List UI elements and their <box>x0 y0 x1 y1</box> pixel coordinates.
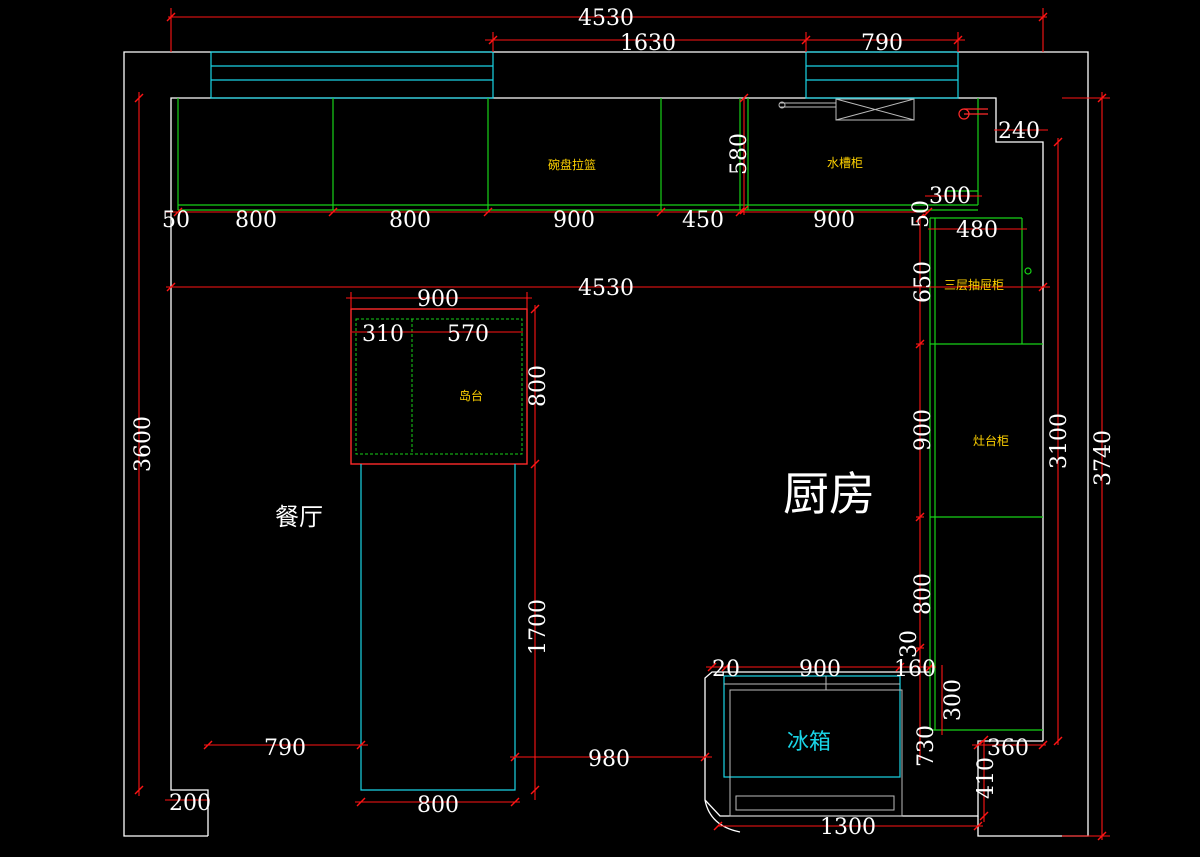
dim-island-570: 570 <box>447 322 489 347</box>
top-cabinets <box>177 98 979 211</box>
inner-wall-left <box>170 97 1044 836</box>
walls <box>123 51 1089 837</box>
dim-h-730: 730 <box>914 725 939 767</box>
dim-fridge-160: 160 <box>894 657 936 682</box>
room-dining-label: 餐厅 <box>275 503 323 531</box>
window-right <box>805 51 959 99</box>
dim-h-410: 410 <box>974 757 999 799</box>
window-left <box>210 51 494 99</box>
dim-run-800b: 800 <box>389 208 431 233</box>
label-fridge: 冰箱 <box>787 730 831 755</box>
dimension-labels: 4530 1630 790 50 800 800 900 450 900 50 … <box>131 6 1116 840</box>
dim-run-900a: 900 <box>553 208 595 233</box>
dim-left-3600: 3600 <box>131 416 156 472</box>
dim-top-1630: 1630 <box>620 31 676 56</box>
label-stove-cabinet: 灶台柜 <box>973 433 1009 448</box>
right-cabinets <box>929 217 1043 731</box>
dim-h-900: 900 <box>911 409 936 451</box>
dim-mid-4530: 4530 <box>578 276 634 301</box>
dim-island-800v: 800 <box>526 365 551 407</box>
dim-fridge-900: 900 <box>799 657 841 682</box>
dim-bottom-800: 800 <box>417 793 459 818</box>
island <box>350 308 528 465</box>
label-island: 岛台 <box>459 388 483 403</box>
outer-wall <box>123 51 1089 837</box>
dim-top-total: 4530 <box>578 6 634 31</box>
dim-island-310: 310 <box>362 322 404 347</box>
dim-run-450: 450 <box>682 208 724 233</box>
label-sink-cabinet: 水槽柜 <box>827 156 863 170</box>
dim-h-650: 650 <box>911 261 936 303</box>
cabinet-labels: 碗盘拉篮 水槽柜 三层抽屉柜 灶台柜 岛台 <box>459 156 1009 448</box>
dim-fridge-20: 20 <box>712 657 740 682</box>
dim-h-300: 300 <box>941 679 966 721</box>
windows <box>210 51 959 99</box>
dim-right-3740: 3740 <box>1091 430 1116 486</box>
sink-fixture <box>778 98 915 121</box>
dim-run-800a: 800 <box>235 208 277 233</box>
dim-w-240: 240 <box>998 119 1040 144</box>
dim-run-50a: 50 <box>162 208 190 233</box>
dim-table-1700: 1700 <box>526 599 551 655</box>
gas-valve-icon <box>958 108 988 120</box>
dimension-lines <box>138 8 1110 840</box>
dim-w-480: 480 <box>956 218 998 243</box>
dim-run-900b: 900 <box>813 208 855 233</box>
dim-island-900: 900 <box>417 287 459 312</box>
dimension-ticks <box>134 12 1107 841</box>
dim-run-50b: 50 <box>909 200 934 228</box>
dim-right-3100: 3100 <box>1047 413 1072 469</box>
dining-table <box>360 464 516 791</box>
dim-w-300a: 300 <box>929 184 971 209</box>
fridge-alcove-corner <box>704 799 741 833</box>
dim-w-200: 200 <box>169 791 211 816</box>
label-three-drawer: 三层抽屉柜 <box>944 278 1004 292</box>
dim-w-360: 360 <box>987 736 1029 761</box>
dim-top-790: 790 <box>861 31 903 56</box>
room-kitchen-label: 厨房 <box>783 467 875 521</box>
label-dish-rack: 碗盘拉篮 <box>548 157 596 172</box>
dim-depth-580: 580 <box>727 133 752 175</box>
dim-w-790: 790 <box>264 736 306 761</box>
dim-h-30: 30 <box>897 630 922 658</box>
dim-bottom-1300: 1300 <box>820 815 876 840</box>
fridge-fixture <box>723 675 903 817</box>
dim-w-980: 980 <box>588 747 630 772</box>
dim-h-800: 800 <box>911 573 936 615</box>
